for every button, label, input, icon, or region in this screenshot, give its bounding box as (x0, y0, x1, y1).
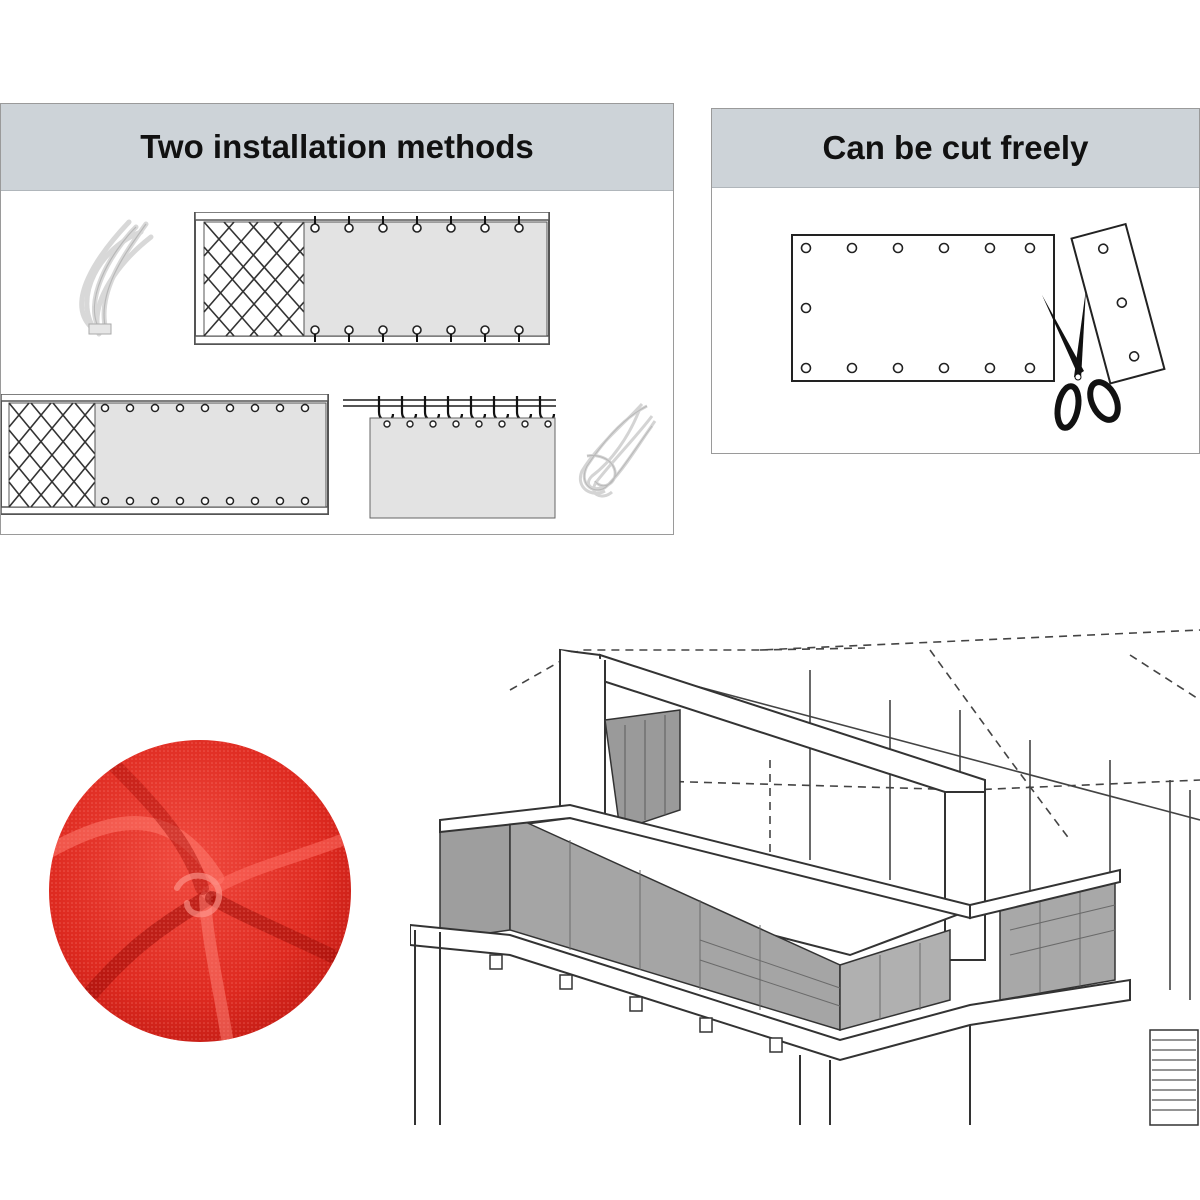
scissors-icon (1042, 289, 1121, 431)
balcony-illustration (410, 629, 1200, 1126)
cut-freely-title: Can be cut freely (712, 109, 1199, 188)
red-fabric-swatch (49, 740, 351, 1042)
rope-coil-icon (578, 402, 657, 498)
cut-off-strip (1070, 222, 1166, 385)
installation-methods-title: Two installation methods (1, 104, 673, 191)
hanging-screen-diagram (343, 396, 556, 519)
cut-freely-panel: Can be cut freely (711, 108, 1200, 454)
cut-sheet-diagram (791, 234, 1055, 382)
railing-diagram-bottom (1, 394, 329, 515)
cable-ties-icon (79, 219, 154, 337)
railing-diagram-cable-ties (194, 212, 550, 345)
installation-methods-panel: Two installation methods (0, 103, 674, 535)
